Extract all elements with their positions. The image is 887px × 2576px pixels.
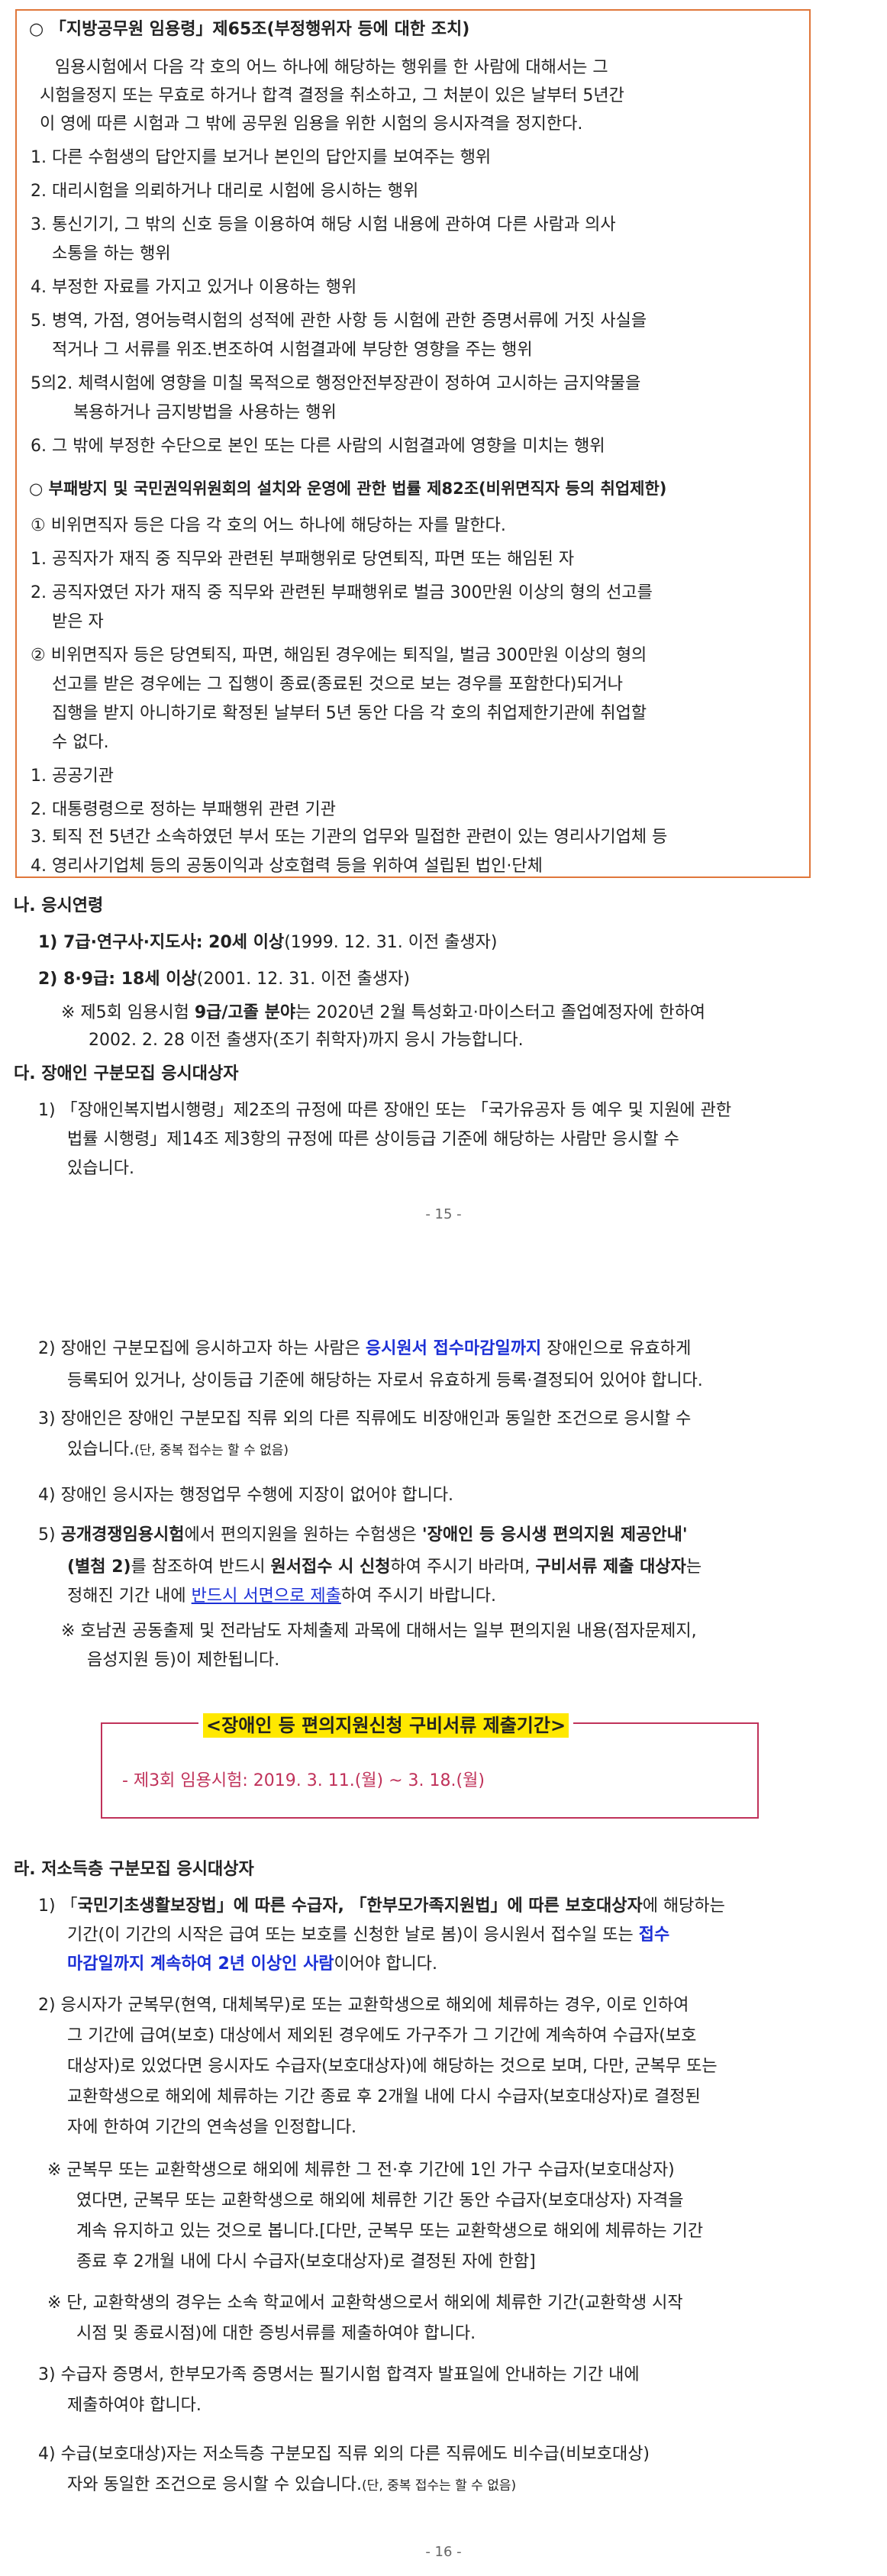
- age-item-2: 2) 8·9급: 18세 이상(2001. 12. 31. 이전 출생자): [38, 970, 410, 989]
- low-income-item-2: 교환학생으로 해외에 체류하는 기간 종료 후 2개월 내에 다시 수급자(보호…: [67, 2087, 701, 2106]
- article-82-line: 3. 퇴직 전 5년간 소속하였던 부서 또는 기관의 업무와 밀접한 관련이 …: [31, 828, 668, 847]
- low-income-note-1: 계속 유지하고 있는 것으로 봅니다.[다만, 군복무 또는 교환학생으로 해외…: [76, 2222, 704, 2241]
- article-82-line: 1. 공공기관: [31, 767, 114, 786]
- low-income-item-1: 기간(이 기간의 시작은 급여 또는 보호를 신청한 날로 봄)이 응시원서 접…: [67, 1926, 670, 1945]
- low-income-item-2: 2) 응시자가 군복무(현역, 대체복무)로 또는 교환학생으로 해외에 체류하…: [38, 1996, 689, 2015]
- age-item-1: 1) 7급·연구사·지도사: 20세 이상(1999. 12. 31. 이전 출…: [38, 933, 498, 952]
- disability-item-3: 있습니다.(단, 중복 접수는 할 수 없음): [67, 1440, 289, 1459]
- article-65-item: 4. 부정한 자료를 가지고 있거나 이용하는 행위: [31, 278, 357, 297]
- low-income-note-1: ※ 군복무 또는 교환학생으로 해외에 체류한 그 전·후 기간에 1인 가구 …: [47, 2161, 675, 2180]
- article-65-intro-1: 임용시험에서 다음 각 호의 어느 하나에 해당하는 행위를 한 사람에 대해서…: [55, 58, 608, 77]
- disability-item-2: 등록되어 있거나, 상이등급 기준에 해당하는 자로서 유효하게 등록·결정되어…: [67, 1371, 703, 1390]
- low-income-note-2: ※ 단, 교환학생의 경우는 소속 학교에서 교환학생으로서 해외에 체류한 기…: [47, 2294, 683, 2313]
- article-65-title: ○ 「지방공무원 임용령」제65조(부정행위자 등에 대한 조치): [29, 20, 470, 39]
- disability-item-1: 있습니다.: [67, 1159, 134, 1178]
- article-82-line: ① 비위면직자 등은 다음 각 호의 어느 하나에 해당하는 자를 말한다.: [31, 516, 506, 535]
- submission-period-body: - 제3회 임용시험: 2019. 3. 11.(월) ~ 3. 18.(월): [122, 1771, 485, 1790]
- disability-item-5: 정해진 기간 내에 반드시 서면으로 제출하여 주시기 바랍니다.: [67, 1587, 496, 1606]
- disability-note-2: 음성지원 등)이 제한됩니다.: [87, 1651, 280, 1670]
- low-income-item-3: 3) 수급자 증명서, 한부모가족 증명서는 필기시험 합격자 발표일에 안내하…: [38, 2365, 640, 2384]
- article-82-line: 선고를 받은 경우에는 그 집행이 종료(종료된 것으로 보는 경우를 포함한다…: [31, 675, 623, 694]
- low-income-item-1: 1) 「국민기초생활보장법」에 따른 수급자, 「한부모가족지원법」에 따른 보…: [38, 1896, 725, 1916]
- low-income-item-4: 4) 수급(보호대상)자는 저소득층 구분모집 직류 외의 다른 직류에도 비수…: [38, 2445, 650, 2464]
- low-income-note-2: 시점 및 종료시점)에 대한 증빙서류를 제출하여야 합니다.: [76, 2324, 476, 2343]
- article-65-item: 3. 통신기기, 그 밖의 신호 등을 이용하여 해당 시험 내용에 관하여 다…: [31, 215, 616, 234]
- article-82-line: 수 없다.: [31, 733, 109, 752]
- article-65-intro-2: 시험을정지 또는 무효로 하거나 합격 결정을 취소하고, 그 처분이 있은 날…: [40, 86, 624, 105]
- article-65-item: 5. 병역, 가점, 영어능력시험의 성적에 관한 사항 등 시험에 관한 증명…: [31, 312, 647, 331]
- low-income-item-1: 마감일까지 계속하여 2년 이상인 사람이어야 합니다.: [67, 1955, 437, 1974]
- disability-item-1: 법률 시행령」제14조 제3항의 규정에 따른 상이등급 기준에 해당하는 사람…: [67, 1130, 679, 1149]
- disability-item-4: 4) 장애인 응시자는 행정업무 수행에 지장이 없어야 합니다.: [38, 1486, 454, 1505]
- disability-note-1: ※ 호남권 공동출제 및 전라남도 자체출제 과목에 대해서는 일부 편의지원 …: [61, 1622, 697, 1641]
- article-82-line: 받은 자: [31, 612, 104, 631]
- article-82-line: 1. 공직자가 재직 중 직무와 관련된 부패행위로 당연퇴직, 파면 또는 해…: [31, 550, 575, 569]
- low-income-item-3: 제출하여야 합니다.: [67, 2396, 202, 2415]
- disability-item-5: (별첨 2)를 참조하여 반드시 원서접수 시 신청하여 주시기 바라며, 구비…: [67, 1558, 702, 1577]
- disability-item-5: 5) 공개경쟁임용시험에서 편의지원을 원하는 수험생은 '장애인 등 응시생 …: [38, 1525, 688, 1545]
- section-heading-disability: 다. 장애인 구분모집 응시대상자: [14, 1064, 239, 1083]
- article-65-item: 6. 그 밖에 부정한 수단으로 본인 또는 다른 사람의 시험결과에 영향을 …: [31, 437, 605, 456]
- low-income-note-1: 종료 후 2개월 내에 다시 수급자(보호대상자)로 결정된 자에 한함]: [76, 2252, 536, 2271]
- article-82-line: 2. 공직자였던 자가 재직 중 직무와 관련된 부패행위로 벌금 300만원 …: [31, 583, 653, 602]
- submission-period-title: <장애인 등 편의지원신청 구비서류 제출기간>: [198, 1710, 574, 1738]
- article-65-item: 1. 다른 수험생의 답안지를 보거나 본인의 답안지를 보여주는 행위: [31, 148, 492, 167]
- disability-item-2: 2) 장애인 구분모집에 응시하고자 하는 사람은 응시원서 접수마감일까지 장…: [38, 1339, 692, 1358]
- disability-item-1: 1) 「장애인복지법시행령」제2조의 규정에 따른 장애인 또는 「국가유공자 …: [38, 1101, 732, 1120]
- page-number: - 16 -: [425, 2544, 462, 2560]
- page-number: - 15 -: [425, 1206, 462, 1222]
- low-income-item-2: 그 기간에 급여(보호) 대상에서 제외된 경우에도 가구주가 그 기간에 계속…: [67, 2026, 697, 2045]
- low-income-item-4: 자와 동일한 조건으로 응시할 수 있습니다.(단, 중복 접수는 할 수 없음…: [67, 2475, 517, 2494]
- article-65-item: 복용하거나 금지방법을 사용하는 행위: [31, 403, 337, 422]
- low-income-item-2: 자에 한하여 기간의 연속성을 인정합니다.: [67, 2118, 357, 2137]
- low-income-item-2: 대상자)로 있었다면 응시자도 수급자(보호대상자)에 해당하는 것으로 보며,…: [67, 2057, 718, 2076]
- section-heading-age: 나. 응시연령: [14, 896, 104, 915]
- article-65-item: 소통을 하는 행위: [31, 244, 171, 263]
- submission-period-box: <장애인 등 편의지원신청 구비서류 제출기간> - 제3회 임용시험: 201…: [101, 1710, 759, 1819]
- section-heading-low-income: 라. 저소득층 구분모집 응시대상자: [14, 1860, 254, 1879]
- article-82-title: ○ 부패방지 및 국민권익위원회의 설치와 운영에 관한 법률 제82조(비위면…: [29, 479, 667, 498]
- article-82-line: 집행을 받지 아니하기로 확정된 날부터 5년 동안 다음 각 호의 취업제한기…: [31, 704, 647, 723]
- article-65-item: 적거나 그 서류를 위조.변조하여 시험결과에 부당한 영향을 주는 행위: [31, 341, 533, 360]
- article-65-item: 5의2. 체력시험에 영향을 미칠 목적으로 행정안전부장관이 정하여 고시하는…: [31, 374, 641, 393]
- article-65-intro-3: 이 영에 따른 시험과 그 밖에 공무원 임용을 위한 시험의 응시자격을 정지…: [40, 115, 583, 134]
- age-note-2: 2002. 2. 28 이전 출생자(조기 취학자)까지 응시 가능합니다.: [89, 1031, 524, 1050]
- article-82-line: 4. 영리사기업체 등의 공동이익과 상호협력 등을 위하여 설립된 법인·단체: [31, 857, 543, 876]
- disability-item-3: 3) 장애인은 장애인 구분모집 직류 외의 다른 직류에도 비장애인과 동일한…: [38, 1409, 692, 1428]
- low-income-note-1: 였다면, 군복무 또는 교환학생으로 해외에 체류한 기간 동안 수급자(보호대…: [76, 2191, 684, 2210]
- article-82-line: ② 비위면직자 등은 당연퇴직, 파면, 해임된 경우에는 퇴직일, 벌금 30…: [31, 646, 647, 665]
- article-65-item: 2. 대리시험을 의뢰하거나 대리로 시험에 응시하는 행위: [31, 182, 419, 201]
- legal-excerpt-box: ○ 「지방공무원 임용령」제65조(부정행위자 등에 대한 조치) 임용시험에서…: [15, 9, 811, 878]
- article-82-line: 2. 대통령령으로 정하는 부패행위 관련 기관: [31, 800, 337, 819]
- age-note-1: ※ 제5회 임용시험 9급/고졸 분야는 2020년 2월 특성화고·마이스터고…: [61, 1003, 706, 1022]
